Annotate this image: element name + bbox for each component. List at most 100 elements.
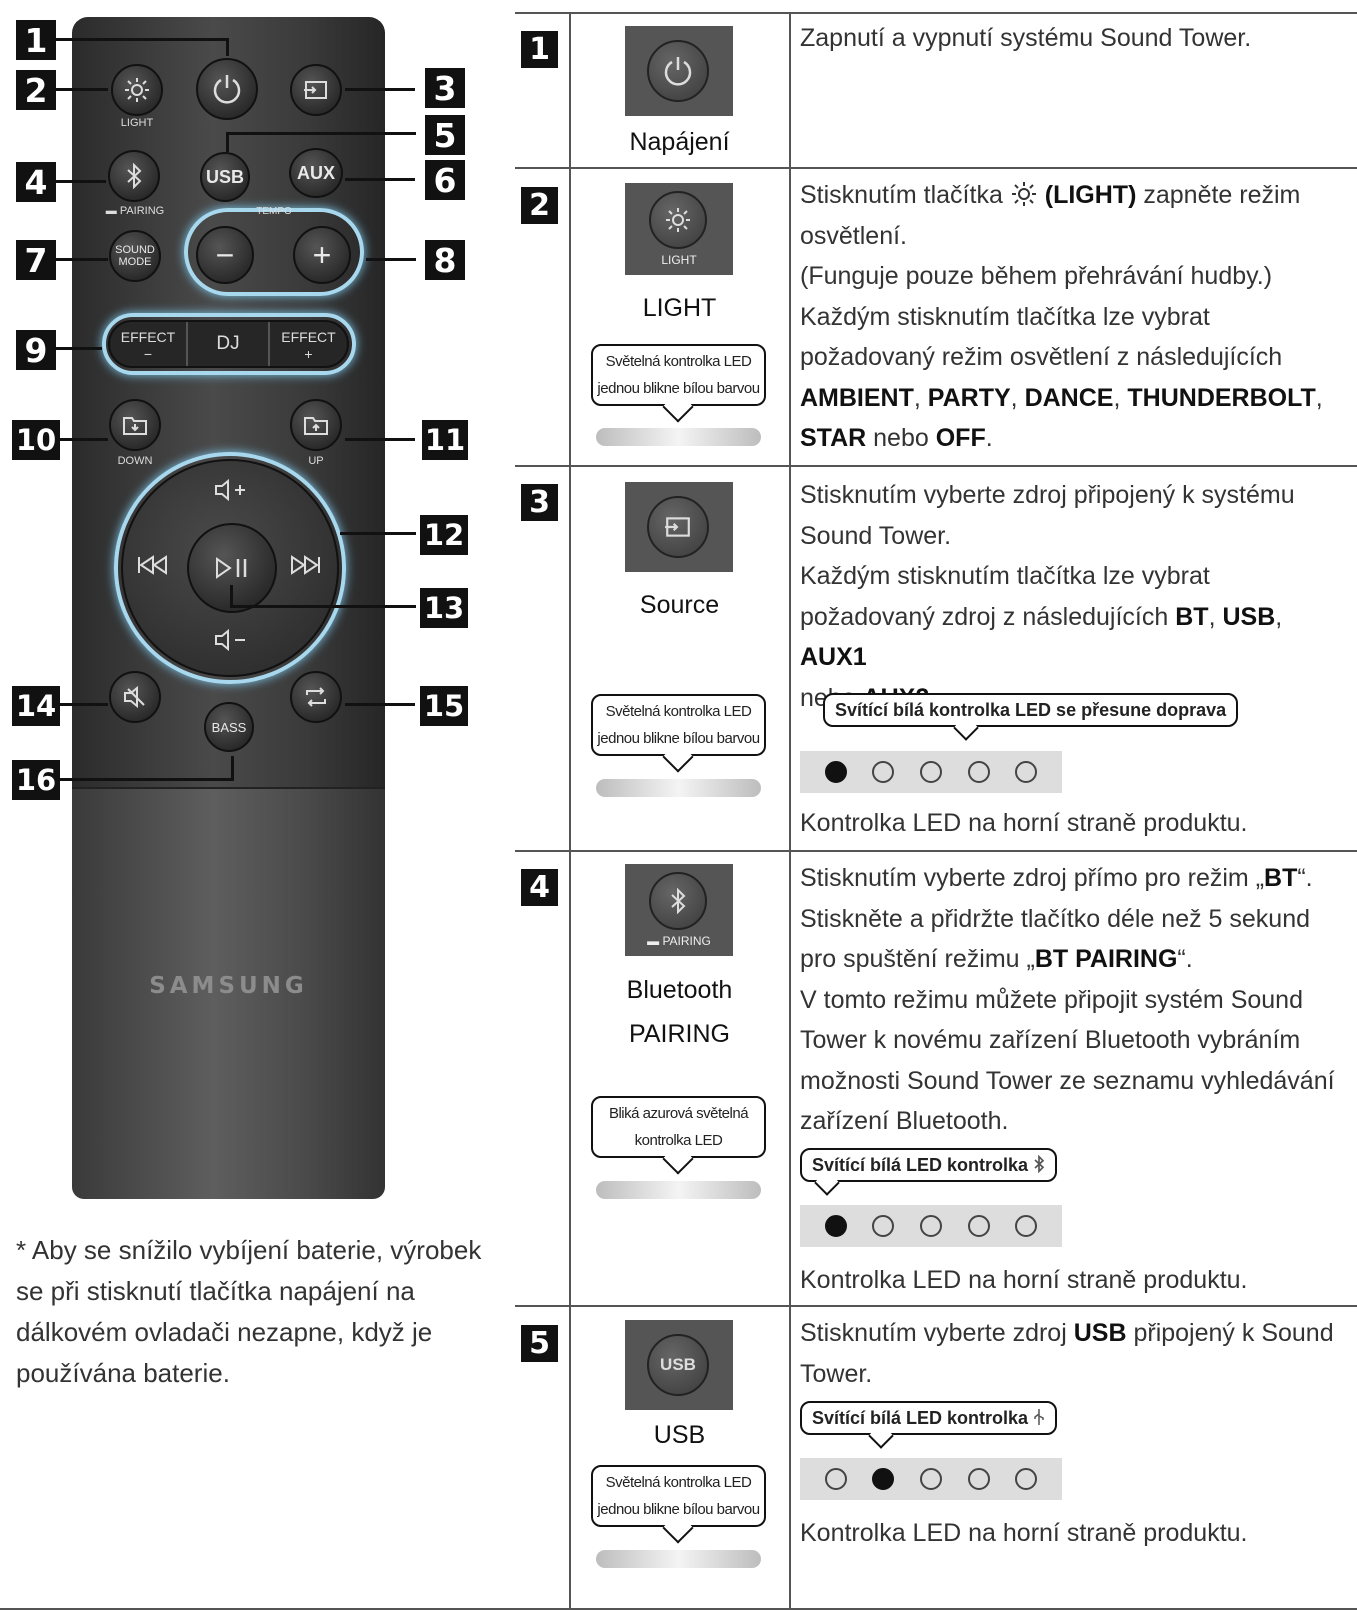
samsung-logo: SAMSUNG <box>149 973 308 999</box>
remote-light-label: LIGHT <box>120 117 154 129</box>
bubble-line-1: Bliká azurová světelná <box>608 1105 749 1122</box>
row-5-led-bubble: Světelná kontrolka LED jednou blikne bíl… <box>591 1465 766 1527</box>
remote-down-label: DOWN <box>117 455 153 467</box>
folder-down-icon <box>123 417 147 435</box>
callout-line-1 <box>56 38 228 41</box>
remote-sound-mode-button[interactable]: SOUND MODE <box>109 230 161 282</box>
callout-4: 4 <box>16 162 56 202</box>
light-icon <box>1011 182 1036 206</box>
row-2-name: LIGHT <box>642 294 717 322</box>
effect-plus-button[interactable]: EFFECT+ <box>270 322 347 366</box>
row-4-description: Stisknutím vyberte zdroj přímo pro režim… <box>800 858 1350 1142</box>
row-4-text-1b: BT <box>1264 864 1298 892</box>
callout-line-1v <box>226 38 229 56</box>
callout-12: 12 <box>420 515 468 555</box>
row-5-name: USB <box>653 1421 706 1449</box>
mute-icon <box>124 685 145 709</box>
bluetooth-icon <box>649 872 707 930</box>
repeat-icon <box>306 687 326 707</box>
led-indicator <box>919 1215 942 1237</box>
row-5-text-1c: připojený k Sound Tower. <box>800 1319 1334 1388</box>
row-4-led-callout-text: Svítící bílá LED kontrolka <box>812 1155 1029 1175</box>
bubble-line-2: jednou blikne bílou barvou <box>597 1501 760 1518</box>
row-4-name-1: Bluetooth <box>626 976 733 1004</box>
row-3-led-callout-text: Svítící bílá kontrolka LED se přesune do… <box>835 700 1227 720</box>
row-5-number: 5 <box>521 1325 558 1362</box>
table-col-2 <box>789 12 791 1609</box>
table-rule-1 <box>515 167 1357 169</box>
callout-line-8 <box>366 258 416 261</box>
effect-minus-label: EFFECT <box>120 329 176 345</box>
row-2-led-bubble: Světelná kontrolka LED jednou blikne bíl… <box>591 344 766 406</box>
sound-mode-line2: MODE <box>118 256 152 268</box>
remote-power-button[interactable] <box>196 58 258 120</box>
source-usb: USB <box>1222 602 1276 631</box>
volume-down-icon <box>215 628 245 652</box>
row-4-text-2a: Stiskněte a přidržte tlačítko déle než 5… <box>800 904 1311 974</box>
callout-line-14 <box>56 703 108 706</box>
remote-up-button[interactable] <box>290 399 342 451</box>
remote-tempo-plus-button[interactable]: + <box>293 226 351 284</box>
row-3-led-callout: Svítící bílá kontrolka LED se přesune do… <box>823 693 1239 741</box>
effect-minus-sign: − <box>143 346 153 362</box>
sound-mode-line1: SOUND <box>115 244 155 256</box>
remote-down-button[interactable] <box>109 399 161 451</box>
volume-up-button[interactable] <box>208 478 252 508</box>
bubble-line-2: kontrolka LED <box>634 1132 723 1149</box>
remote-bluetooth-button[interactable] <box>108 150 160 202</box>
row-2-text-1b: (LIGHT) <box>1044 181 1137 209</box>
remote-aux-button[interactable]: AUX <box>289 148 343 198</box>
led-indicator <box>1015 1215 1038 1237</box>
next-button[interactable] <box>288 553 322 579</box>
led-indicator <box>1015 1468 1038 1490</box>
bubble-line-2: jednou blikne bílou barvou <box>597 380 760 397</box>
remote-light-button[interactable] <box>111 64 163 116</box>
callout-1: 1 <box>16 20 56 60</box>
callout-2: 2 <box>16 70 56 110</box>
table-rule-bottom <box>0 1608 1357 1610</box>
row-3-text-2: Každým stisknutím tlačítka lze vybrat po… <box>800 562 1210 631</box>
light-icon <box>125 78 149 102</box>
callout-10: 10 <box>12 420 60 460</box>
row-2-description: Stisknutím tlačítka (LIGHT) zapněte reži… <box>800 181 1323 452</box>
dj-button[interactable]: DJ <box>188 322 270 366</box>
led-indicator <box>919 1468 942 1490</box>
tempo-glow <box>184 208 364 296</box>
remote-mute-button[interactable] <box>109 671 161 723</box>
effect-minus-button[interactable]: EFFECT− <box>110 322 188 366</box>
remote-up-label: UP <box>308 455 324 467</box>
row-2-text-1c: zapněte režim osvětlení. <box>800 181 1301 250</box>
row-5-led-bar <box>596 1550 761 1568</box>
led-indicator <box>824 761 847 783</box>
row-4-number: 4 <box>521 869 558 906</box>
remote-pairing-text: PAIRING <box>119 205 165 217</box>
row-4-text-1c: “. <box>1297 864 1313 892</box>
row-5-led-callout: Svítící bílá LED kontrolka <box>800 1401 1058 1449</box>
power-icon-box <box>625 26 733 116</box>
volume-down-button[interactable] <box>208 628 252 658</box>
callout-line-3 <box>345 88 415 91</box>
light-icon-label: LIGHT <box>661 253 697 267</box>
pairing-icon-text: PAIRING <box>662 934 711 948</box>
remote-usb-button[interactable]: USB <box>200 152 250 202</box>
led-indicator <box>872 761 895 783</box>
callout-16: 16 <box>12 760 60 800</box>
row-5-text-1a: Stisknutím vyberte zdroj <box>800 1319 1067 1347</box>
callout-line-2 <box>56 88 108 91</box>
remote-repeat-button[interactable] <box>290 671 342 723</box>
led-indicator <box>919 761 942 783</box>
usb-symbol-icon <box>1034 1409 1044 1425</box>
row-4-led-strip <box>800 1205 1062 1247</box>
light-icon-box: LIGHT <box>625 183 733 275</box>
callout-line-5 <box>226 132 416 135</box>
remote-source-button[interactable] <box>290 64 342 116</box>
callout-line-13v <box>230 585 233 607</box>
led-indicator <box>872 1468 895 1490</box>
table-rule-top <box>515 12 1357 14</box>
remote-bass-button[interactable]: BASS <box>204 702 254 752</box>
next-icon <box>291 555 320 575</box>
pairing-icon-label: ▬ PAIRING <box>647 934 711 948</box>
callout-7: 7 <box>16 240 56 280</box>
previous-button[interactable] <box>136 553 170 579</box>
remote-tempo-minus-button[interactable]: − <box>196 226 254 284</box>
